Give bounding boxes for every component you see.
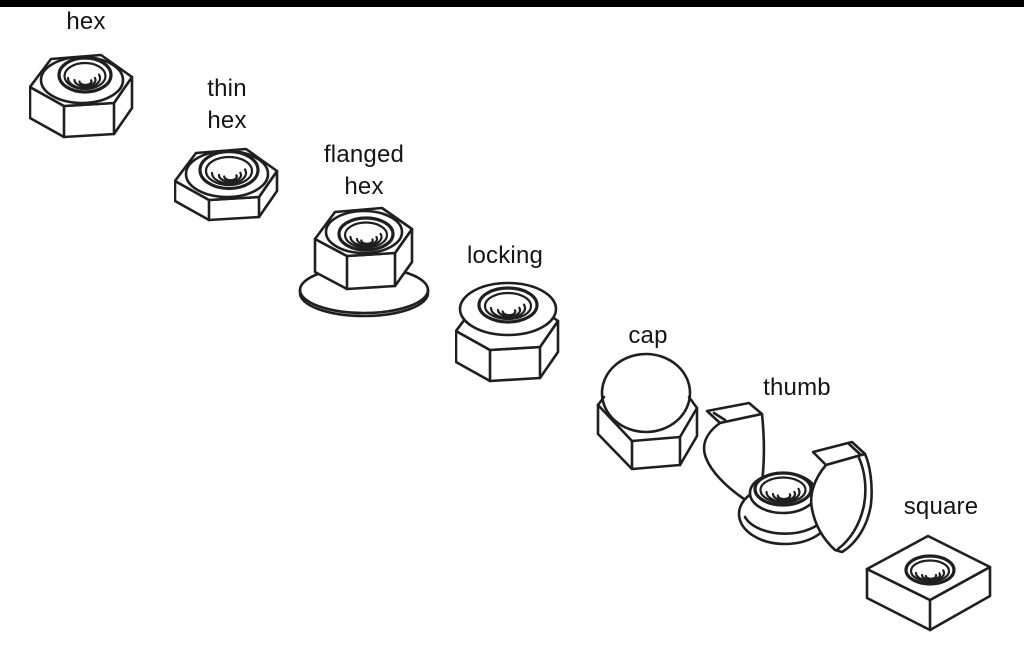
thumb-label: thumb <box>763 374 831 401</box>
hex-nut-illustration <box>29 53 134 139</box>
flanged-hex-label: flanged hex <box>323 141 405 200</box>
threaded-hole <box>753 471 813 507</box>
thin-hex-nut-illustration <box>174 147 279 222</box>
hex-label: hex <box>66 8 106 35</box>
threaded-hole <box>477 286 539 324</box>
threaded-hole <box>904 554 956 586</box>
cap-label: cap <box>628 322 668 349</box>
cap-nut-illustration <box>596 352 699 471</box>
threaded-hole <box>57 56 113 94</box>
square-label: square <box>903 493 979 520</box>
locking-label: locking <box>466 242 544 269</box>
square-nut-illustration <box>865 534 992 632</box>
threaded-hole <box>337 216 395 252</box>
threaded-hole <box>198 149 260 191</box>
locking-nut-illustration <box>455 281 560 383</box>
top-black-bar <box>0 0 1024 7</box>
thumb-nut-illustration <box>702 401 873 554</box>
thin-hex-label: thin hex <box>207 75 247 134</box>
flanged-hex-nut-illustration <box>298 206 430 318</box>
